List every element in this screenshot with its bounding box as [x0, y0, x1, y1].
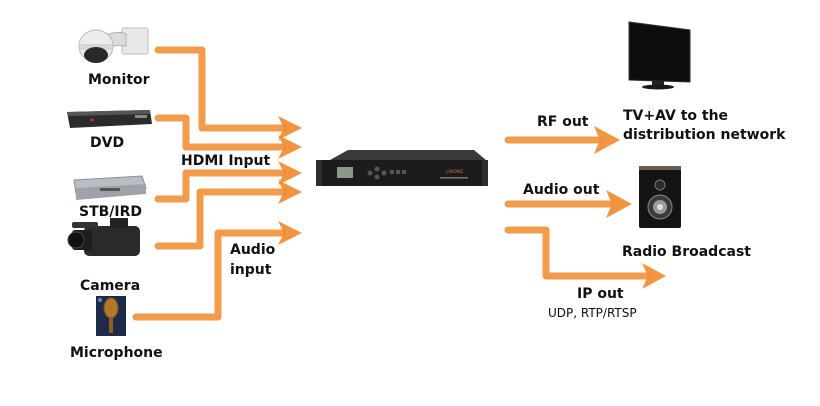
flow-microphone — [132, 229, 286, 321]
arrowhead-rf-out — [594, 126, 620, 154]
rf-target-label-2: distribution network — [623, 127, 786, 143]
hdmi-input-label: HDMI Input — [181, 153, 271, 169]
flow-ip-out — [504, 226, 650, 280]
lcd-display — [337, 167, 353, 178]
rf-out-label: RF out — [537, 114, 589, 130]
camcorder-icon — [67, 218, 140, 256]
flow-dvd — [154, 114, 286, 151]
tv-icon — [628, 21, 691, 90]
rack-ear-right — [482, 160, 488, 186]
arrowhead-dvd — [278, 135, 302, 159]
audio-input-label-1: Audio — [230, 242, 276, 258]
source-label-microphone: Microphone — [70, 345, 163, 361]
ptz-camera-icon — [78, 27, 149, 63]
rf-target-label-1: TV+AV to the — [623, 108, 728, 124]
audio-input-label-2: input — [230, 262, 272, 278]
flow-stb — [154, 169, 286, 203]
rack-ear-left — [316, 160, 322, 186]
speaker-icon — [639, 166, 681, 228]
audio-out-label: Audio out — [523, 182, 600, 198]
arrowhead-camera — [278, 180, 302, 204]
output-flows — [504, 126, 666, 289]
device-button — [367, 170, 373, 176]
flow-monitor — [154, 46, 286, 132]
device-button — [374, 166, 380, 172]
flow-camera — [154, 188, 286, 250]
device-brand: LAVONIC — [446, 169, 464, 174]
arrowhead-audio-out — [606, 190, 632, 218]
input-flows — [132, 46, 302, 321]
source-label-dvd: DVD — [90, 135, 124, 151]
arrowhead-stb — [278, 161, 302, 185]
device-button — [374, 174, 380, 180]
source-label-camera: Camera — [80, 278, 140, 294]
microphone-icon — [96, 296, 126, 336]
source-label-monitor: Monitor — [88, 72, 150, 88]
ip-out-label: IP out — [577, 286, 624, 302]
set-top-box-icon — [73, 175, 147, 200]
source-label-stb: STB/IRD — [79, 204, 142, 220]
audio-target-label: Radio Broadcast — [622, 244, 751, 260]
ip-protocols-label: UDP, RTP/RTSP — [548, 306, 637, 320]
dvd-player-icon — [67, 110, 152, 128]
encoder-device: LAVONIC — [316, 150, 488, 186]
arrowhead-microphone — [278, 221, 302, 245]
arrowhead-monitor — [278, 116, 302, 140]
arrowhead-ip-out — [642, 263, 666, 289]
device-button — [381, 170, 387, 176]
